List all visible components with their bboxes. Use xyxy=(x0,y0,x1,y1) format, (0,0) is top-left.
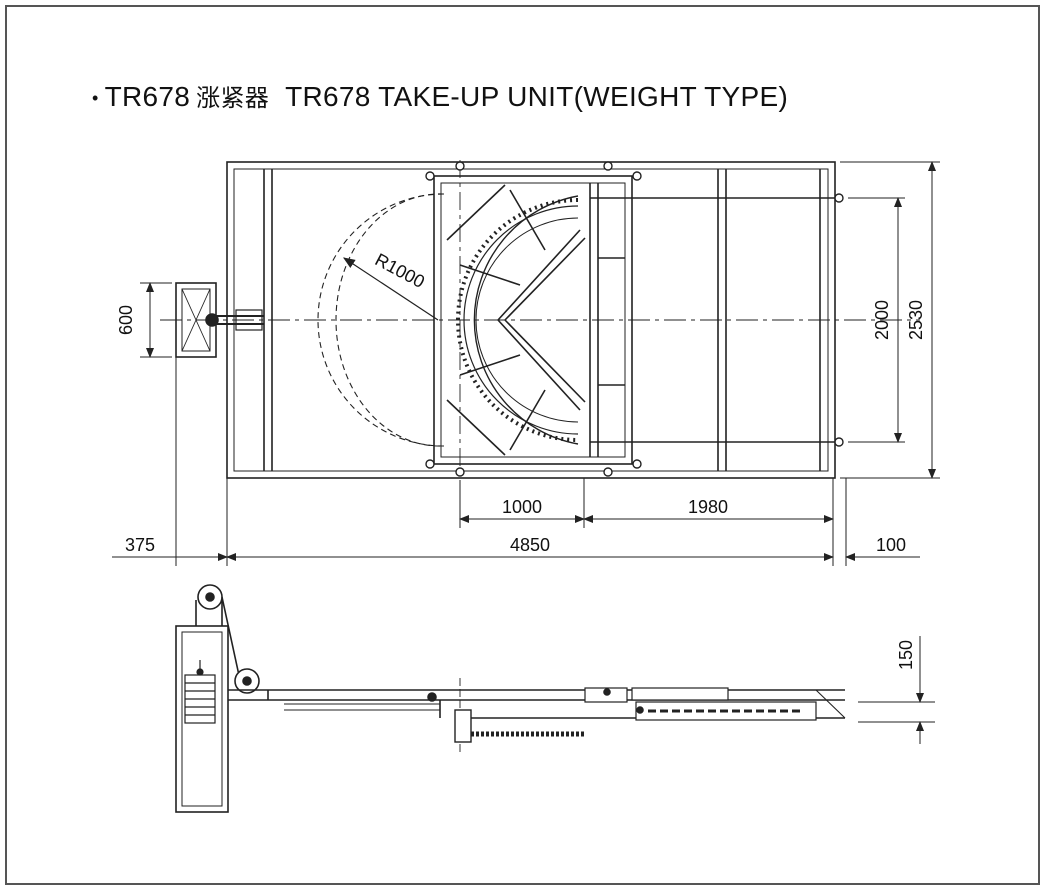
dim-1000: 1000 xyxy=(502,497,542,517)
dim-150: 150 xyxy=(896,640,916,670)
dim-100: 100 xyxy=(876,535,906,555)
drawing-frame xyxy=(5,5,1040,885)
dimension-lines xyxy=(112,161,940,744)
dim-1980: 1980 xyxy=(688,497,728,517)
plan-view xyxy=(160,160,920,480)
title-bullet: • xyxy=(92,88,99,109)
dim-600: 600 xyxy=(116,305,136,335)
title-chinese: 涨紧器 xyxy=(196,85,270,112)
radius-label: R1000 xyxy=(372,249,428,292)
dim-4850: 4850 xyxy=(510,535,550,555)
weight-tower xyxy=(175,625,229,813)
side-view xyxy=(175,584,846,813)
title-english: TR678 TAKE-UP UNIT(WEIGHT TYPE) xyxy=(285,81,789,112)
dim-2000: 2000 xyxy=(872,300,892,340)
title-model: TR678 xyxy=(104,81,191,112)
dim-2530: 2530 xyxy=(906,300,926,340)
dim-375: 375 xyxy=(125,535,155,555)
weight-box-plan xyxy=(175,282,217,358)
